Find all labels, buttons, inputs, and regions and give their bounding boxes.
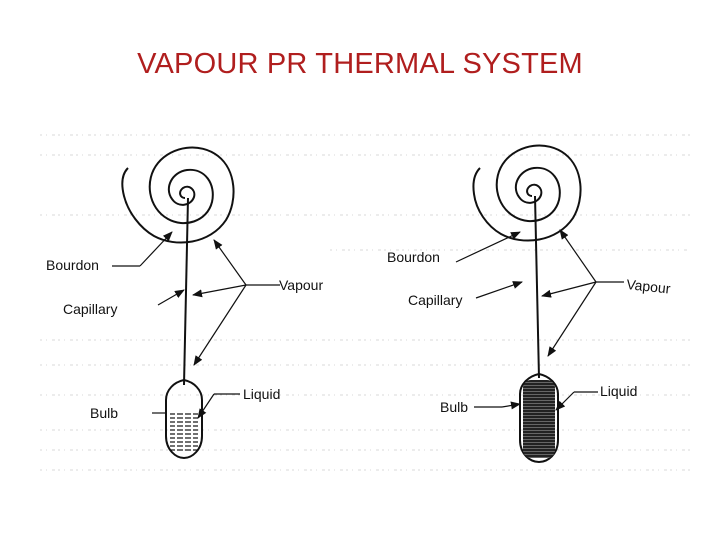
right-bulb-outline xyxy=(519,372,559,464)
left-bourdon-spiral xyxy=(121,146,235,244)
right-diagram xyxy=(472,144,582,464)
slide-title: VAPOUR PR THERMAL SYSTEM xyxy=(137,48,583,80)
right-label-liquid: Liquid xyxy=(600,383,637,399)
left-capillary xyxy=(183,197,189,386)
right-label-capillary: Capillary xyxy=(408,292,462,308)
right-label-bulb: Bulb xyxy=(440,399,468,415)
left-label-liquid: Liquid xyxy=(243,386,280,402)
left-label-bulb: Bulb xyxy=(90,405,118,421)
right-bulb-liquid xyxy=(523,380,555,458)
right-label-vapour: Vapour xyxy=(626,276,672,297)
right-capillary xyxy=(534,195,540,379)
left-bulb-liquid xyxy=(170,412,198,452)
right-bourdon-spiral xyxy=(472,144,582,242)
left-bulb-outline xyxy=(165,378,203,460)
scan-noise xyxy=(40,134,690,471)
left-label-bourdon: Bourdon xyxy=(46,257,99,273)
left-label-vapour: Vapour xyxy=(279,277,323,293)
left-diagram xyxy=(121,146,235,460)
left-label-capillary: Capillary xyxy=(63,301,117,317)
right-label-bourdon: Bourdon xyxy=(387,249,440,265)
